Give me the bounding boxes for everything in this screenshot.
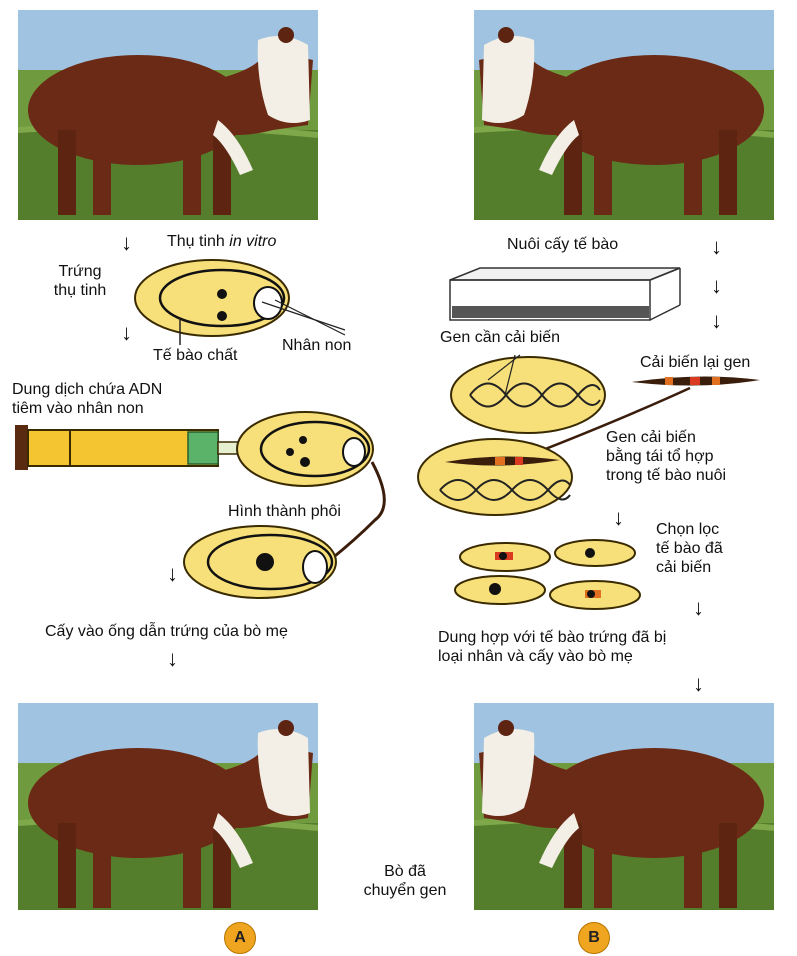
label-target-gene: Gen cần cải biến bbox=[440, 328, 560, 347]
down-arrow-icon: ↓ bbox=[711, 310, 722, 332]
label-fusion: Dung hợp với tế bào trứng đã bị loại nhâ… bbox=[438, 628, 666, 666]
down-arrow-icon: ↓ bbox=[121, 232, 132, 254]
down-arrow-icon: ↓ bbox=[711, 275, 722, 297]
modified-gene-strand bbox=[632, 376, 760, 385]
down-arrow-icon: ↓ bbox=[693, 597, 704, 619]
label-fertilization: Thụ tinh in vitro bbox=[167, 232, 276, 251]
gene-cell-dna bbox=[451, 357, 605, 433]
label-selection: Chọn lọc tế bào đã cải biến bbox=[656, 520, 723, 577]
label-cytoplasm: Tế bào chất bbox=[153, 346, 238, 365]
embryo-cell bbox=[184, 526, 336, 598]
panel-b-badge: B bbox=[578, 922, 610, 954]
down-arrow-icon: ↓ bbox=[613, 507, 624, 529]
label-cell-culture: Nuôi cấy tế bào bbox=[507, 235, 618, 254]
label-transfer: Cấy vào ống dẫn trứng của bò mẹ bbox=[45, 622, 288, 641]
down-arrow-icon: ↓ bbox=[711, 236, 722, 258]
label-pronucleus: Nhân non bbox=[282, 336, 351, 355]
selected-cells bbox=[455, 540, 640, 609]
culture-dish-icon bbox=[450, 268, 680, 320]
label-transgenic-cow: Bò đã chuyển gen bbox=[350, 862, 460, 900]
label-recombination: Gen cải biến bằng tái tổ hợp trong tế bà… bbox=[606, 428, 726, 485]
down-arrow-icon: ↓ bbox=[167, 563, 178, 585]
panel-a-badge: A bbox=[224, 922, 256, 954]
down-arrow-icon: ↓ bbox=[167, 648, 178, 670]
injected-egg-cell bbox=[237, 412, 373, 486]
label-dna-solution: Dung dịch chứa ADN tiêm vào nhân non bbox=[12, 380, 162, 418]
label-modified-gene: Cải biến lại gen bbox=[640, 353, 750, 372]
fertilized-egg-cell bbox=[135, 260, 289, 336]
recombinant-cell-dna bbox=[418, 439, 572, 515]
label-embryo-formation: Hình thành phôi bbox=[228, 502, 341, 521]
down-arrow-icon: ↓ bbox=[121, 322, 132, 344]
down-arrow-icon: ↓ bbox=[693, 673, 704, 695]
label-fertilized-egg: Trứng thụ tinh bbox=[40, 262, 120, 300]
